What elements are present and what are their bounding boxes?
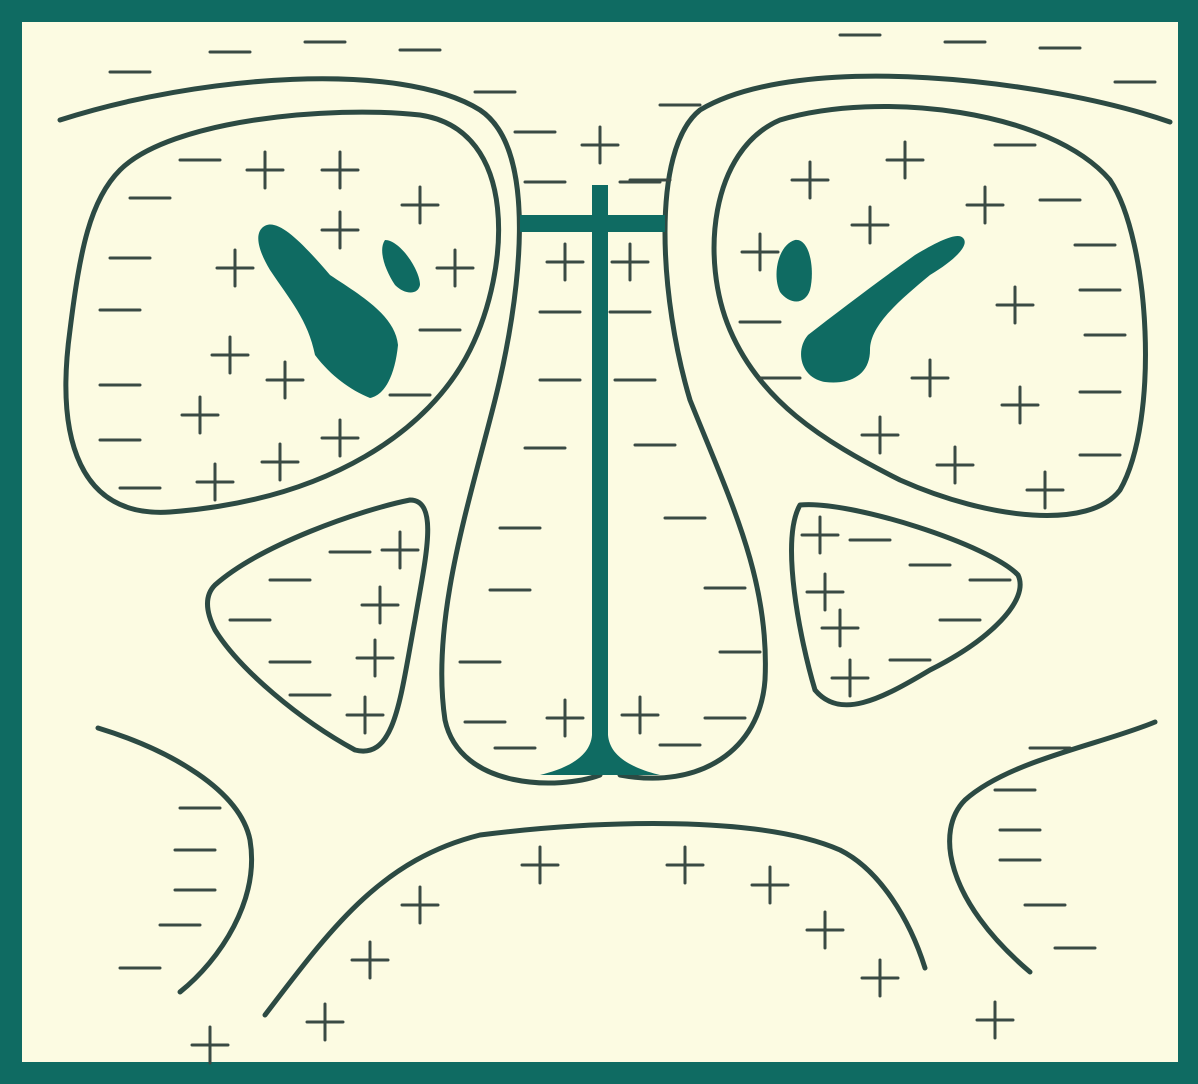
plus-sign (752, 867, 788, 903)
plus-sign (347, 697, 383, 733)
plus-sign (822, 610, 858, 646)
plus-sign (792, 162, 828, 198)
bottom-left-curve (98, 728, 252, 992)
plus-sign (212, 337, 248, 373)
plus-sign (437, 250, 473, 286)
plus-sign (887, 142, 923, 178)
plus-sign (852, 207, 888, 243)
septum-base (540, 735, 660, 775)
plus-sign (322, 152, 358, 188)
plus-sign (862, 417, 898, 453)
plus-sign (612, 244, 648, 280)
bottom-right-curve (950, 722, 1155, 972)
plus-sign (937, 447, 973, 483)
plus-sign (267, 362, 303, 398)
plus-sign (582, 127, 618, 163)
plus-sign (382, 532, 418, 568)
plus-sign (912, 360, 948, 396)
right-dark-blob-small (776, 240, 811, 302)
left-sinus-outline (208, 500, 428, 751)
plus-sign (832, 660, 868, 696)
plus-sign (262, 444, 298, 480)
plus-sign (622, 697, 658, 733)
plus-sign (1027, 472, 1063, 508)
plus-sign (402, 887, 438, 923)
plus-sign (522, 847, 558, 883)
plus-sign (217, 250, 253, 286)
plus-sign (547, 244, 583, 280)
plus-sign (997, 287, 1033, 323)
plus-sign (967, 187, 1003, 223)
left-dark-blob-small (382, 240, 420, 293)
plus-sign (862, 960, 898, 996)
plus-sign (807, 574, 843, 610)
plus-sign (977, 1002, 1013, 1038)
plus-sign (307, 1004, 343, 1040)
plus-sign (402, 187, 438, 223)
plus-sign (322, 420, 358, 456)
plus-sign (322, 212, 358, 248)
plus-sign (182, 397, 218, 433)
right-dark-blob-large (801, 236, 965, 383)
plus-sign (192, 1027, 228, 1063)
top-right-arc (620, 76, 1170, 778)
plus-sign (362, 587, 398, 623)
plus-sign (197, 464, 233, 500)
left-orbit-outline (66, 112, 499, 512)
septum-stem (592, 185, 608, 755)
plus-sign (802, 517, 838, 553)
top-left-arc (60, 79, 600, 783)
left-dark-blob-large (258, 225, 398, 398)
plus-sign (807, 912, 843, 948)
plus-sign (1002, 387, 1038, 423)
plus-sign (352, 942, 388, 978)
negative-charges (100, 35, 1155, 968)
plus-sign (357, 640, 393, 676)
plus-sign (667, 847, 703, 883)
plus-sign (547, 700, 583, 736)
plus-sign (742, 234, 778, 270)
plus-sign (247, 152, 283, 188)
